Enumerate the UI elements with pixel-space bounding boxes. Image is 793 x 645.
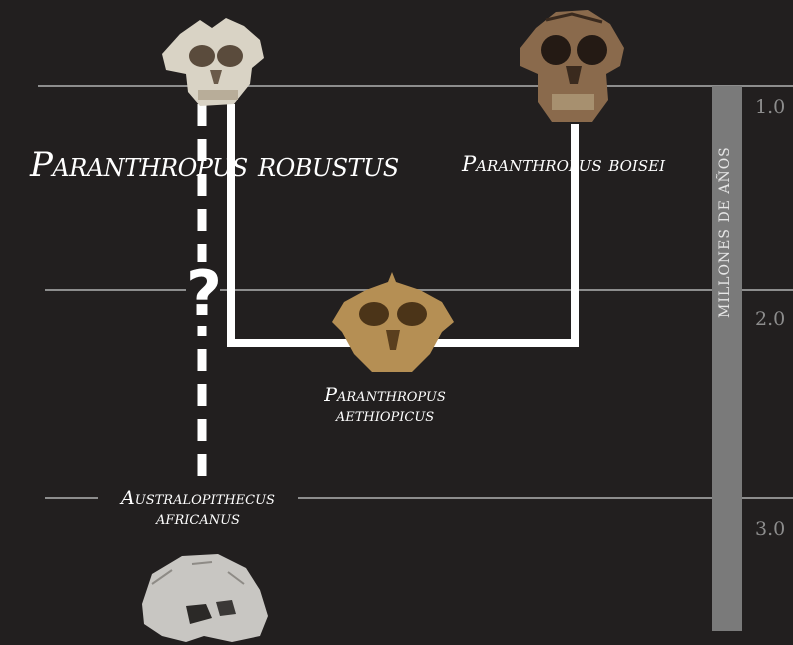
label-africanus-line2: africanus xyxy=(98,509,298,529)
robustus-skull-icon xyxy=(160,14,266,110)
tick-2-0: 2.0 xyxy=(755,308,785,330)
time-axis-label: MILLONES DE AÑOS xyxy=(717,178,733,318)
tick-1-0: 1.0 xyxy=(755,96,785,118)
label-paranthropus-robustus: Paranthropus robustus xyxy=(30,148,399,182)
tick-3-0: 3.0 xyxy=(755,518,785,540)
label-paranthropus-boisei: Paranthropus boisei xyxy=(462,154,665,175)
label-australopithecus-africanus: Australopithecus africanus xyxy=(98,489,298,529)
aethiopicus-skull-icon xyxy=(330,270,456,376)
boisei-skull-icon xyxy=(516,4,628,126)
africanus-skull-icon xyxy=(132,544,272,644)
label-paranthropus-aethiopicus: Paranthropus aethiopicus xyxy=(300,386,470,426)
uncertain-marker: ? xyxy=(186,262,220,326)
label-aethiopicus-line2: aethiopicus xyxy=(300,406,470,426)
label-africanus-line1: Australopithecus xyxy=(98,489,298,509)
label-aethiopicus-line1: Paranthropus xyxy=(300,386,470,406)
